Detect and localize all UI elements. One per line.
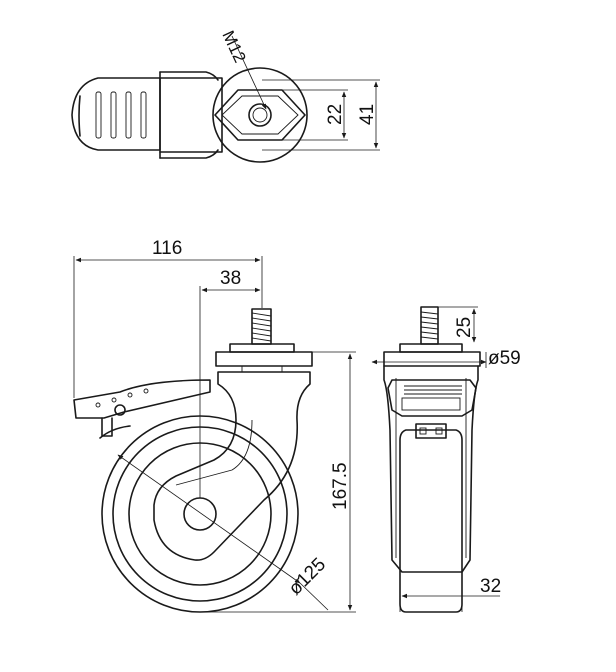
stem-length-label: 25	[454, 317, 475, 338]
side-view: 116 38 167.5 ø125	[73, 238, 356, 613]
thread-label: M12	[218, 28, 249, 66]
axle-hub	[183, 497, 217, 531]
total-offset-label: 116	[152, 238, 182, 259]
brake-pedal-side	[73, 379, 211, 439]
wheel-width-label: 32	[480, 576, 501, 597]
plate-width-label: 41	[357, 104, 378, 125]
top-plate-side	[215, 351, 313, 367]
swivel-offset-label: 38	[220, 268, 241, 289]
top-plate-circle	[212, 67, 308, 163]
front-view: 25 ø59 32	[371, 306, 521, 613]
brake-pedal-top	[71, 77, 161, 151]
pedal-ribs	[95, 91, 147, 139]
plate-diameter-label: ø59	[488, 348, 521, 369]
wheel-diameter-label: ø125	[285, 554, 330, 599]
brake-block-front	[387, 379, 477, 417]
total-height-label: 167.5	[330, 462, 351, 510]
top-plate-front	[383, 351, 481, 367]
top-view: M12 22 41	[71, 28, 380, 163]
hex-dimension-label: 22	[325, 104, 346, 125]
wheel-front	[399, 429, 463, 613]
fork-front	[383, 365, 479, 573]
hex-nut	[214, 89, 306, 141]
threaded-stem-front	[420, 306, 439, 345]
threaded-stem-side	[251, 308, 272, 345]
stem-circle	[248, 103, 272, 127]
